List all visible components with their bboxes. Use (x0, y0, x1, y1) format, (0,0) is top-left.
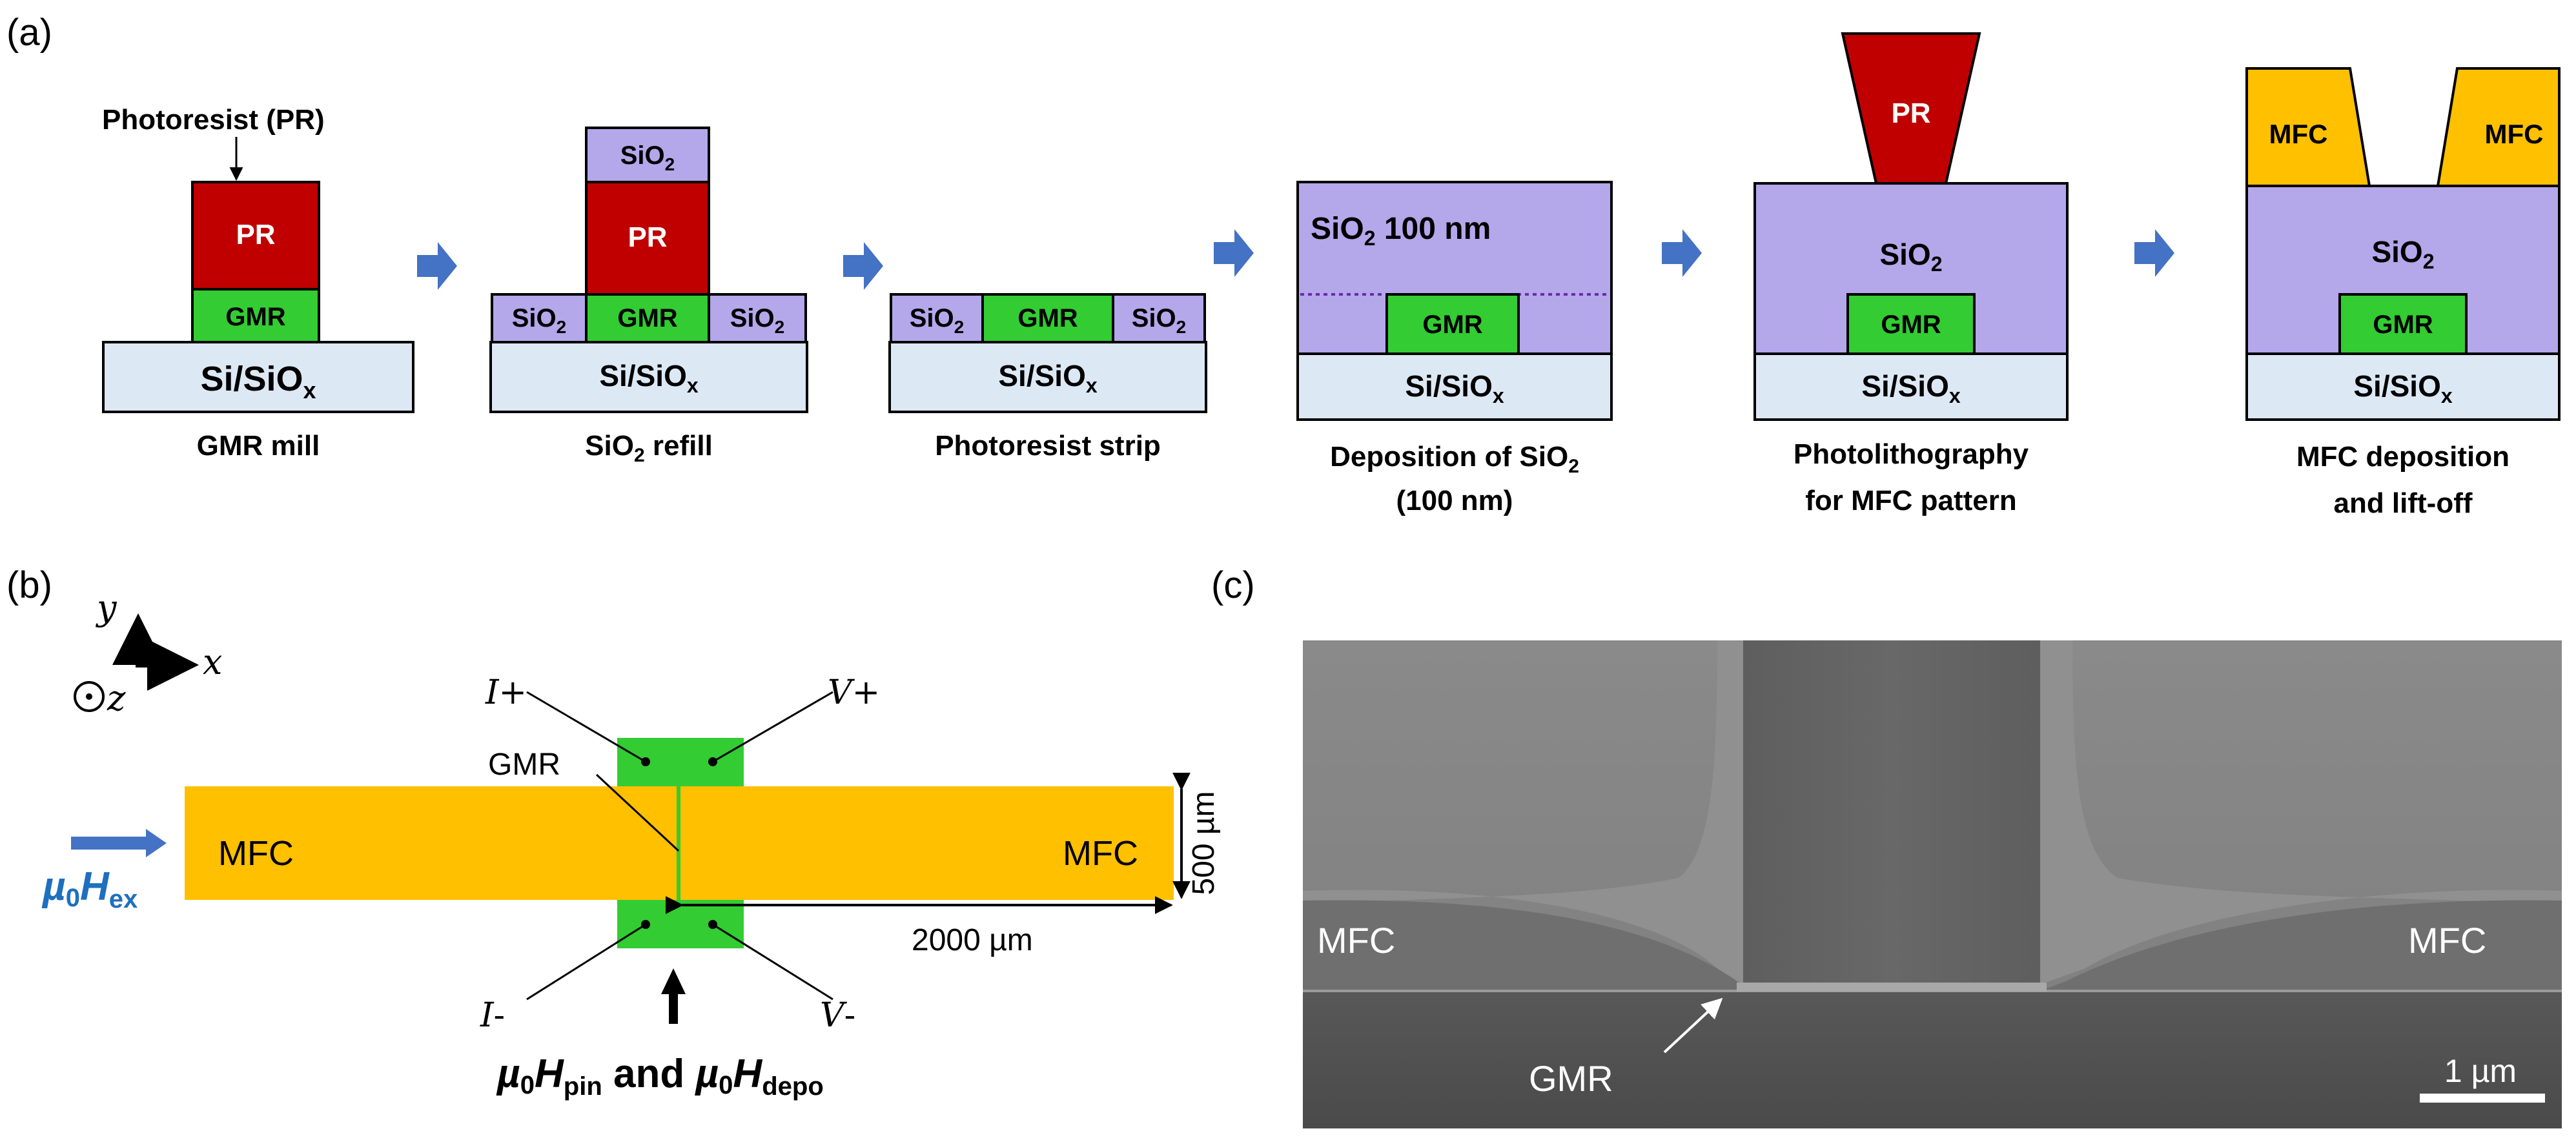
external-field-arrow (71, 829, 167, 857)
panel-label-a: (a) (6, 12, 52, 54)
step-1-gmr-mill: Si/SiOx GMR PR Photoresist (PR) GMR mill (102, 104, 414, 462)
length-dimension-label: 2000 µm (912, 923, 1033, 957)
sem-mfc-left-label: MFC (1317, 920, 1395, 961)
process-arrow-2 (843, 242, 883, 290)
svg-text:SiO2: SiO2 (910, 304, 964, 337)
sem-mfc-right-label: MFC (2408, 920, 2486, 961)
svg-text:GMR: GMR (1017, 304, 1078, 332)
svg-text:SiO2: SiO2 (730, 304, 784, 337)
svg-text:GMR: GMR (2373, 311, 2433, 339)
sem-gmr-arrow (1663, 997, 1723, 1054)
svg-text:Si/SiOx: Si/SiOx (599, 359, 698, 397)
gmr-leader-line (595, 773, 680, 852)
step-3-caption: Photoresist strip (935, 430, 1161, 462)
axis-z-out-of-plane (74, 681, 105, 712)
svg-text:GMR: GMR (1881, 311, 1941, 339)
mfc-left-label: MFC (218, 834, 294, 873)
bottom-contact-pad (617, 900, 744, 948)
sem-image (1303, 640, 2562, 1128)
gmr-layer (191, 288, 320, 343)
substrate-label: Si/SiOx (200, 360, 316, 403)
process-arrow-4 (1662, 229, 1702, 277)
svg-text:MFC: MFC (2269, 119, 2328, 149)
process-arrow-5 (2134, 229, 2174, 277)
step-4-caption-line2: (100 nm) (1396, 485, 1513, 516)
panel-label-b: (b) (6, 564, 52, 606)
step-2-caption: SiO2 refill (585, 430, 713, 466)
svg-text:Si/SiOx: Si/SiOx (1405, 369, 1504, 407)
step-1-caption: GMR mill (197, 430, 320, 462)
svg-text:MFC: MFC (2485, 119, 2544, 149)
pr-callout: Photoresist (PR) (102, 104, 325, 136)
axis-z-label: z (107, 678, 126, 719)
process-arrow-1 (417, 242, 457, 290)
step-5-photolithography: Si/SiOx SiO2 GMR PR Photolithography for… (1753, 32, 2069, 516)
svg-text:SiO2: SiO2 (1132, 304, 1186, 337)
svg-text:GMR: GMR (617, 304, 677, 332)
pinning-field-arrow-head (661, 968, 686, 994)
photoresist-trapezoid (1841, 32, 1981, 185)
mfc-right-label: MFC (1063, 834, 1138, 873)
step-6-caption-line2: and lift-off (2333, 487, 2472, 519)
photoresist-layer (191, 181, 320, 291)
axis-y-label: y (96, 587, 118, 628)
substrate-layer (102, 341, 414, 413)
sem-scale-bar (2420, 1094, 2545, 1103)
svg-text:SiO2 100 nm: SiO2 100 nm (1311, 212, 1491, 250)
step-6-caption-line1: MFC deposition (2296, 441, 2510, 473)
svg-text:GMR: GMR (1422, 311, 1482, 339)
svg-text:PR: PR (628, 221, 667, 253)
pinning-field-arrow-shaft (669, 990, 678, 1024)
step-4-sio2-deposition: Si/SiOx GMR SiO2 100 nm Deposition of Si… (1296, 181, 1613, 516)
probe-i-minus: I- (480, 996, 505, 1035)
step-3-photoresist-strip: Si/SiOx SiO2 GMR SiO2 Photoresist strip (888, 293, 1207, 462)
gmr-label: GMR (225, 303, 285, 331)
svg-text:PR: PR (1891, 97, 1930, 129)
panel-label-c: (c) (1211, 564, 1255, 606)
svg-text:SiO2: SiO2 (2371, 235, 2434, 273)
width-dimension-label: 500 µm (1187, 791, 1221, 895)
pinning-field-label: µ0Hpin and µ0Hdepo (496, 1052, 824, 1101)
coordinate-axes: y x z (74, 587, 222, 719)
sem-scale-label: 1 µm (2444, 1053, 2517, 1089)
probe-v-plus: V+ (828, 673, 880, 712)
svg-text:Si/SiOx: Si/SiOx (2353, 369, 2452, 407)
mfc-right (2436, 67, 2561, 187)
step-6-mfc-deposition: Si/SiOx SiO2 GMR MFC MFC MFC deposition … (2245, 67, 2561, 519)
svg-text:SiO2: SiO2 (620, 141, 675, 174)
svg-text:Si/SiOx: Si/SiOx (998, 359, 1097, 397)
axis-x-label: x (203, 642, 222, 682)
photoresist-label: PR (236, 219, 275, 250)
svg-text:SiO2: SiO2 (1879, 238, 1942, 276)
svg-text:Si/SiOx: Si/SiOx (1861, 369, 1960, 407)
svg-text:SiO2: SiO2 (512, 304, 566, 337)
step-5-caption-line2: for MFC pattern (1805, 485, 2017, 516)
probe-i-plus: I+ (485, 673, 527, 712)
probe-v-minus: V- (820, 996, 855, 1035)
mfc-left (2245, 67, 2371, 187)
gmr-label-b: GMR (488, 748, 560, 782)
step-2-sio2-refill: Si/SiOx SiO2 GMR SiO2 PR SiO2 SiO2 refil… (489, 127, 808, 466)
external-field-label: µ0Hex (41, 864, 138, 913)
sem-gmr-label: GMR (1529, 1058, 1613, 1099)
process-arrow-3 (1214, 229, 1254, 277)
step-5-caption-line1: Photolithography (1794, 438, 2029, 470)
step-4-caption-line1: Deposition of SiO2 (1330, 441, 1579, 477)
